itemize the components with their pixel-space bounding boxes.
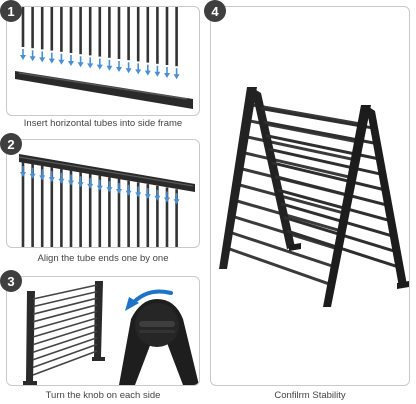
- vertical-tube: [147, 7, 150, 63]
- arrow-down-icon: [58, 54, 64, 65]
- arrow-down-icon: [68, 55, 74, 66]
- vertical-tube: [118, 7, 121, 59]
- vertical-tube: [51, 7, 54, 51]
- step-badge-4: 4: [204, 0, 226, 22]
- vertical-tube: [156, 7, 159, 64]
- step-badge-2: 2: [0, 133, 22, 155]
- rack-rung: [33, 351, 97, 375]
- step-2-illustration: [7, 140, 200, 248]
- arrow-down-icon: [30, 168, 36, 179]
- step-badge-3: 3: [0, 270, 22, 292]
- vertical-tube: [79, 7, 82, 54]
- step-3-panel: [6, 276, 200, 386]
- arrow-down-icon: [145, 188, 151, 199]
- vertical-tube: [89, 7, 92, 55]
- rear-a-frame-left-leg: [219, 87, 257, 269]
- folded-rack-image: [23, 281, 105, 385]
- vertical-tube: [70, 7, 73, 53]
- step-2-panel: [6, 139, 200, 248]
- vertical-tube: [127, 7, 130, 60]
- arrow-down-icon: [154, 190, 160, 201]
- vertical-tube: [137, 7, 140, 61]
- vertical-tube: [166, 7, 169, 65]
- arrow-down-icon: [116, 61, 122, 72]
- vertical-tube: [31, 7, 34, 48]
- arrow-down-icon: [126, 62, 132, 73]
- vertical-tube: [108, 7, 111, 58]
- vertical-tube: [41, 7, 44, 49]
- step-badge-1: 1: [0, 0, 22, 22]
- arrow-down-icon: [145, 65, 151, 76]
- step-3-illustration: [7, 277, 200, 386]
- step-2-caption: Align the tube ends one by one: [6, 253, 200, 264]
- rack-rung: [276, 177, 389, 206]
- arrow-down-icon: [49, 171, 55, 182]
- arrow-down-icon: [87, 178, 93, 189]
- knob-closeup-image: [119, 299, 199, 385]
- step-4-panel: [210, 6, 410, 386]
- step-4-illustration: [211, 7, 410, 386]
- arrow-down-icon: [164, 192, 170, 203]
- step-1-illustration: [7, 7, 200, 116]
- rack-rung: [230, 249, 333, 285]
- arrow-down-icon: [106, 60, 112, 71]
- rack-rung: [33, 285, 97, 299]
- arrow-down-icon: [39, 169, 45, 180]
- arrow-down-icon: [174, 68, 180, 79]
- arrow-down-icon: [68, 175, 74, 186]
- arrow-down-icon: [39, 51, 45, 62]
- vertical-tube: [175, 7, 178, 66]
- arrow-down-icon: [126, 185, 132, 196]
- rack-rung: [274, 163, 387, 190]
- step-4-caption: Confilrm Stability: [210, 390, 410, 401]
- rack-rung: [33, 298, 97, 314]
- arrow-down-icon: [97, 180, 103, 191]
- arrow-down-icon: [116, 183, 122, 194]
- arrow-down-icon: [30, 50, 36, 61]
- vertical-tube: [60, 7, 63, 52]
- rack-rung: [33, 292, 97, 307]
- arrow-down-icon: [135, 63, 141, 74]
- arrow-down-icon: [49, 53, 55, 64]
- rack-rung: [232, 233, 336, 267]
- step-3-caption: Turn the knob on each side: [6, 390, 200, 401]
- vertical-tube: [99, 7, 102, 57]
- top-frame-rail: [19, 154, 195, 192]
- arrow-down-icon: [78, 176, 84, 187]
- arrow-down-icon: [154, 66, 160, 77]
- step-1-caption: Insert horizontal tubes into side frame: [6, 118, 200, 129]
- arrow-down-icon: [20, 166, 26, 177]
- arrow-down-icon: [87, 57, 93, 68]
- arrow-down-icon: [20, 49, 26, 60]
- step-1-panel: [6, 6, 200, 116]
- arrow-down-icon: [106, 181, 112, 192]
- vertical-tube: [22, 7, 25, 47]
- arrow-down-icon: [135, 186, 141, 197]
- arrow-down-icon: [78, 56, 84, 67]
- arrow-down-icon: [97, 59, 103, 70]
- arrow-down-icon: [174, 193, 180, 204]
- arrow-down-icon: [58, 173, 64, 184]
- arrow-down-icon: [164, 67, 170, 78]
